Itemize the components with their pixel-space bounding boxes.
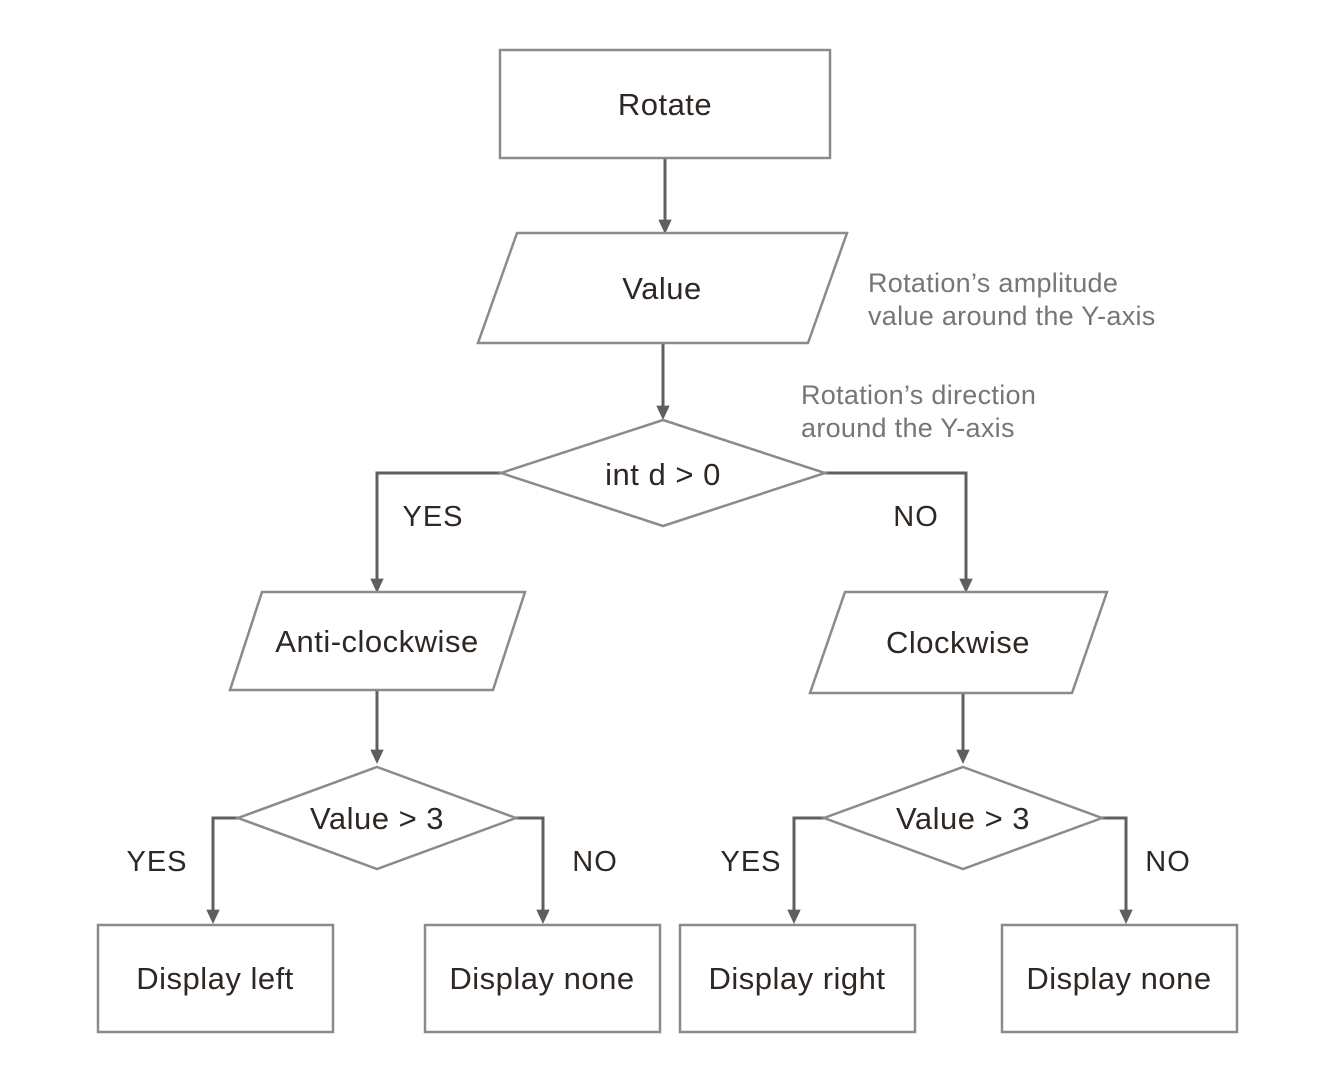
branch-label-right-no: NO bbox=[1145, 846, 1191, 878]
branch-label-intd-yes: YES bbox=[402, 501, 463, 533]
node-int-d-decision: int d > 0 bbox=[496, 418, 830, 528]
int-d-diamond bbox=[496, 418, 830, 528]
clockwise-parallelogram bbox=[808, 590, 1109, 695]
edge-value3left-no-to-displaynone bbox=[516, 816, 550, 924]
value-parallelogram bbox=[476, 231, 849, 345]
node-label-display-none-right: Display none bbox=[1026, 961, 1211, 996]
node-label-value: Value bbox=[622, 271, 702, 306]
edge-value3left-yes-to-displayleft bbox=[206, 816, 238, 924]
branch-label-left-yes: YES bbox=[126, 846, 187, 878]
node-value: Value bbox=[476, 231, 849, 345]
node-display-none-right: Display none bbox=[1000, 923, 1239, 1034]
branch-labels: YES NO YES NO YES NO bbox=[126, 501, 1191, 878]
node-label-value3-left: Value > 3 bbox=[310, 801, 444, 836]
branch-label-intd-no: NO bbox=[893, 501, 939, 533]
display-none-left-rectangle bbox=[423, 923, 662, 1034]
annotation-amplitude: Rotation’s amplitude value around the Y-… bbox=[868, 268, 1156, 331]
node-label-display-left: Display left bbox=[136, 961, 294, 996]
value3-right-diamond bbox=[820, 765, 1106, 871]
node-display-right: Display right bbox=[678, 923, 917, 1034]
edge-value3right-yes-to-displayright bbox=[787, 816, 824, 924]
branch-label-right-yes: YES bbox=[720, 846, 781, 878]
annotation-direction-line1: Rotation’s direction bbox=[801, 380, 1036, 410]
edge-intd-yes-to-anticlockwise bbox=[370, 471, 501, 593]
edge-value3right-no-to-displaynone bbox=[1102, 816, 1133, 924]
node-value3-left-decision: Value > 3 bbox=[234, 765, 520, 871]
node-value3-right-decision: Value > 3 bbox=[820, 765, 1106, 871]
value3-left-diamond bbox=[234, 765, 520, 871]
node-display-none-left: Display none bbox=[423, 923, 662, 1034]
node-label-display-none-left: Display none bbox=[449, 961, 634, 996]
node-clockwise: Clockwise bbox=[808, 590, 1109, 695]
node-label-int-d: int d > 0 bbox=[605, 457, 721, 492]
connectors bbox=[206, 158, 1133, 924]
annotation-amplitude-line2: value around the Y-axis bbox=[868, 301, 1156, 331]
annotation-amplitude-line1: Rotation’s amplitude bbox=[868, 268, 1118, 298]
anti-clockwise-parallelogram bbox=[228, 590, 527, 692]
display-right-rectangle bbox=[678, 923, 917, 1034]
node-anti-clockwise: Anti-clockwise bbox=[228, 590, 527, 692]
node-label-display-right: Display right bbox=[708, 961, 885, 996]
edge-intd-no-to-clockwise bbox=[825, 471, 973, 593]
node-rotate: Rotate bbox=[498, 48, 832, 160]
node-label-value3-right: Value > 3 bbox=[896, 801, 1030, 836]
display-left-rectangle bbox=[96, 923, 335, 1034]
node-label-anti-clockwise: Anti-clockwise bbox=[275, 624, 478, 659]
display-none-right-rectangle bbox=[1000, 923, 1239, 1034]
annotation-direction-line2: around the Y-axis bbox=[801, 413, 1015, 443]
rotate-rectangle bbox=[498, 48, 832, 160]
node-label-rotate: Rotate bbox=[618, 87, 712, 122]
branch-label-left-no: NO bbox=[572, 846, 618, 878]
node-display-left: Display left bbox=[96, 923, 335, 1034]
node-label-clockwise: Clockwise bbox=[886, 625, 1030, 660]
annotation-direction: Rotation’s direction around the Y-axis bbox=[801, 380, 1036, 443]
